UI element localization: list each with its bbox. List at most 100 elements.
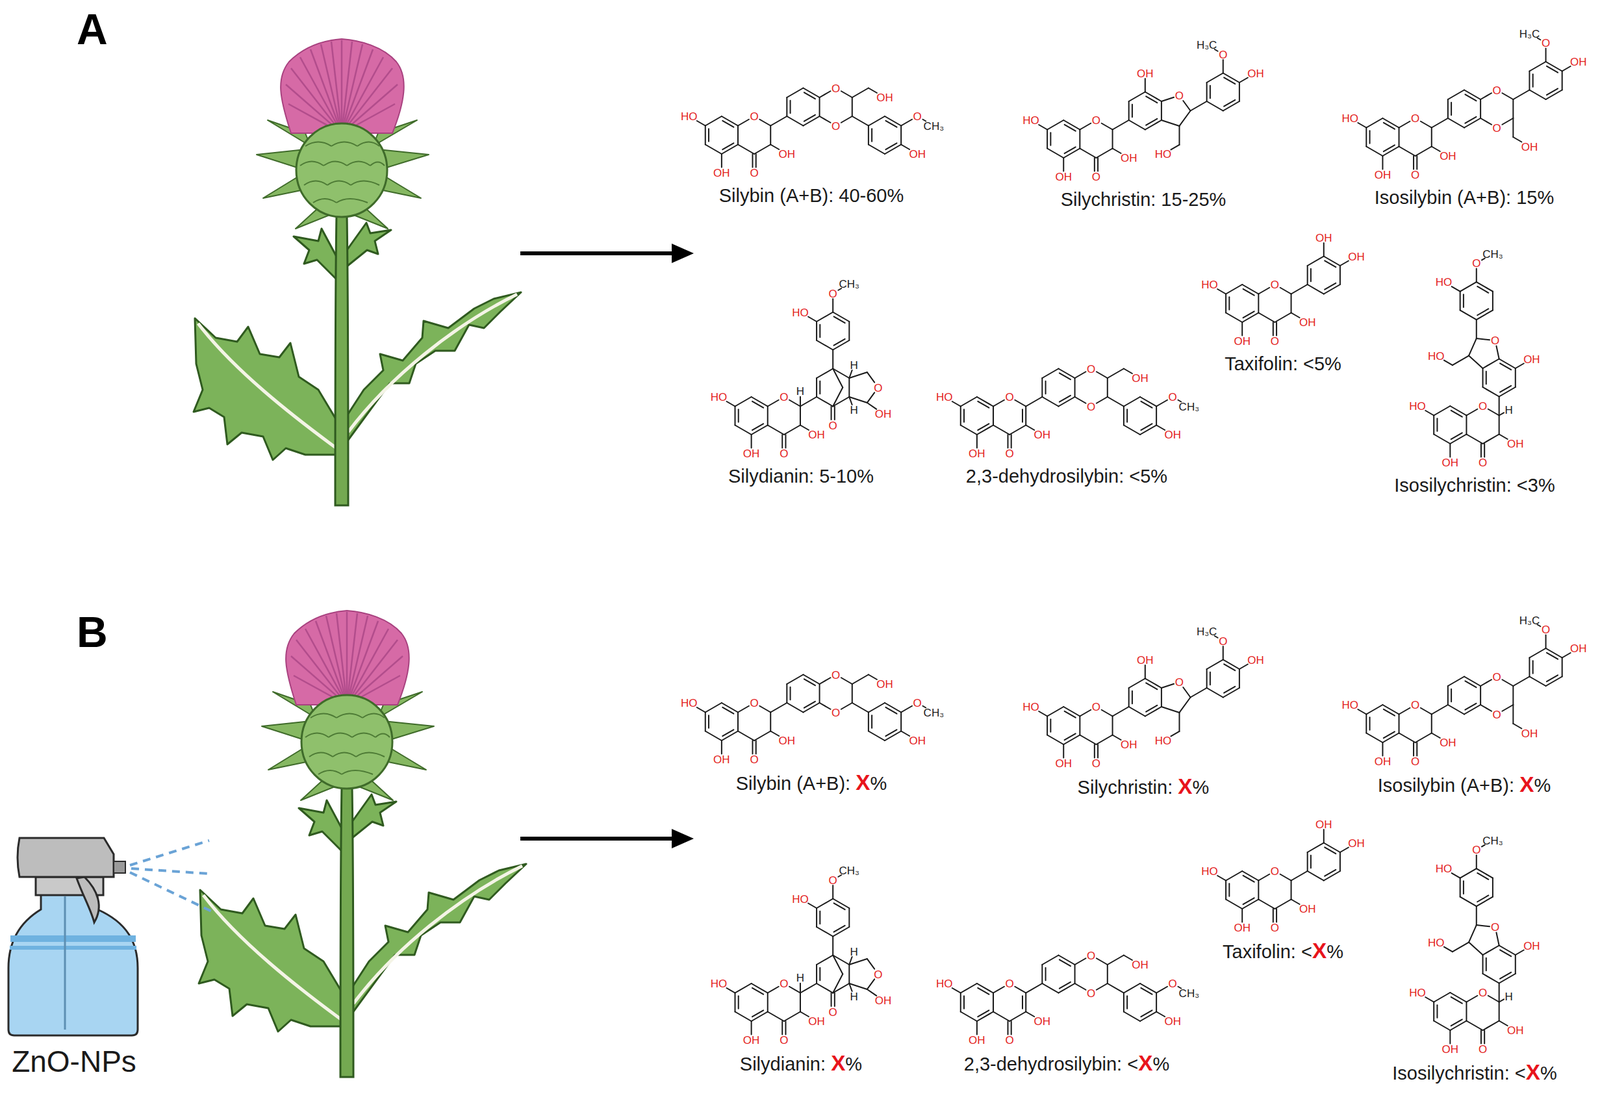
bond-line — [1025, 425, 1035, 431]
bond-line — [1515, 363, 1524, 369]
bond-line — [1498, 415, 1500, 435]
bond-line — [1324, 260, 1336, 267]
bond-line — [800, 425, 809, 431]
atom-label: O — [1410, 699, 1420, 711]
spray-mist — [129, 840, 210, 866]
chemical-structure — [1217, 242, 1349, 336]
bond-line — [1209, 672, 1211, 686]
bond-line — [1451, 286, 1461, 292]
atom-label: HO — [680, 111, 698, 123]
bond-line — [963, 409, 965, 423]
bond-line — [1021, 409, 1024, 423]
unknown-value: X — [830, 1051, 846, 1076]
atom-label: HO — [936, 978, 953, 990]
bond-line — [1064, 733, 1076, 740]
bond-line — [1399, 733, 1416, 744]
bond-line — [1243, 875, 1255, 883]
bond-line — [1514, 368, 1517, 388]
bond-line — [848, 378, 850, 397]
bond-line — [1243, 289, 1255, 296]
bond-line — [977, 401, 989, 408]
bond-line — [1451, 873, 1461, 879]
bond-line — [1499, 363, 1512, 370]
bond-line — [804, 92, 816, 99]
spray-bottle — [64, 896, 67, 1030]
bond-line — [1038, 124, 1048, 130]
atom-label: O — [1218, 48, 1228, 60]
bond-line — [1492, 291, 1494, 311]
bond-line — [1447, 685, 1449, 705]
bond-line — [1190, 101, 1207, 112]
bond-line — [841, 677, 853, 685]
bond-line — [1112, 148, 1122, 154]
bond-line — [1179, 111, 1191, 127]
label-text: < — [1127, 1053, 1139, 1076]
bond-line — [1206, 101, 1224, 112]
bond-line — [708, 715, 710, 729]
bond-line — [737, 731, 755, 742]
label-text: Silydianin: — [739, 1053, 826, 1076]
bond-line — [1475, 268, 1478, 283]
bond-line — [830, 993, 833, 1007]
bond-line — [852, 674, 869, 685]
bond-line — [1514, 954, 1517, 974]
bond-line — [1045, 967, 1047, 981]
bond-line — [1275, 908, 1278, 923]
bond-line — [705, 144, 722, 155]
bond-line — [851, 97, 853, 117]
bond-line — [819, 702, 831, 710]
bond-line — [799, 993, 801, 1013]
compound-label: Silychristin:X% — [1077, 774, 1210, 800]
bond-line — [1129, 706, 1146, 717]
bond-line — [849, 983, 852, 992]
process-arrow — [520, 828, 694, 849]
atom-label: OH — [1164, 1015, 1181, 1028]
bond-line — [726, 401, 736, 407]
atom-label: OH — [1299, 903, 1317, 915]
atom-label: O — [828, 1006, 838, 1018]
plant-illustration — [193, 38, 521, 506]
bond-line — [759, 119, 771, 127]
bond-line — [1480, 679, 1492, 686]
bond-line — [1107, 396, 1124, 407]
bond-line — [1206, 687, 1224, 698]
label-text: Silybin (A+B): — [736, 773, 851, 795]
bond-line — [815, 964, 818, 984]
bond-line — [960, 406, 962, 426]
bond-line — [1480, 1030, 1482, 1044]
atom-label: O — [913, 697, 922, 709]
atom-label: OH — [1523, 353, 1541, 365]
atom-label: OH — [1131, 959, 1149, 971]
bond-line — [784, 1012, 801, 1022]
bond-line — [1399, 146, 1416, 157]
atom-label: O — [1092, 171, 1101, 183]
bond-line — [1546, 652, 1558, 660]
unknown-value: X — [1525, 1060, 1541, 1085]
atom-label: OH — [1442, 1043, 1460, 1055]
bond-line — [1444, 360, 1453, 366]
label-text: % — [1192, 776, 1210, 799]
bond-line — [1369, 130, 1371, 144]
bond-line — [769, 126, 772, 145]
atom-label: OH — [1523, 939, 1541, 952]
bond-line — [722, 120, 734, 128]
atom-label: OH — [1347, 837, 1365, 849]
bond-line — [1161, 684, 1174, 688]
bond-line — [759, 706, 771, 713]
atom-label: OH — [908, 148, 926, 160]
atom-label: O — [749, 754, 759, 766]
bond-line — [1223, 663, 1235, 671]
bond-line — [1123, 955, 1133, 961]
bond-line — [1480, 443, 1482, 458]
bond-line — [1477, 308, 1489, 316]
bond-line — [1014, 986, 1026, 994]
bond-line — [1483, 945, 1500, 956]
bond-line — [1239, 664, 1248, 670]
bond-line — [751, 153, 753, 168]
bond-line — [1274, 899, 1291, 910]
bond-line — [734, 1012, 751, 1022]
atom-label: HO — [1201, 865, 1219, 877]
bond-line — [769, 712, 772, 732]
chemical-structure — [1357, 624, 1571, 757]
bond-line — [1145, 96, 1157, 103]
